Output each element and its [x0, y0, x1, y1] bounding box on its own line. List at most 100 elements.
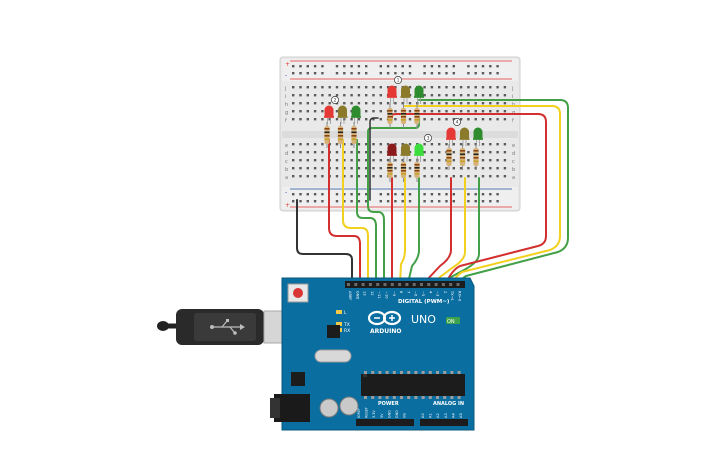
resistor[interactable] [473, 144, 479, 170]
usb-icon [210, 319, 245, 335]
resistor[interactable] [446, 144, 452, 170]
resistor[interactable] [400, 104, 407, 128]
chip-pins [364, 371, 461, 399]
power-pin-label: Vin [403, 413, 407, 418]
digital-pin-label: RX←0 [458, 291, 462, 302]
svg-text:4: 4 [456, 120, 459, 126]
digital-pin-label: 7 [406, 291, 410, 293]
wire-red[interactable] [328, 139, 361, 284]
row-letter: d [512, 151, 515, 157]
power-pin-label: GND [387, 410, 391, 418]
analog-pin-label: A2 [436, 413, 440, 418]
row-letter: a [512, 175, 515, 181]
analog-pin-label: A1 [429, 413, 433, 418]
wire-green[interactable] [407, 177, 420, 284]
capacitor [339, 396, 359, 416]
l-led-label: L [344, 310, 347, 316]
row-letter: b [512, 167, 515, 173]
capacitor [319, 398, 339, 418]
rail-plus-label: + [285, 61, 290, 68]
wire-red[interactable] [391, 113, 547, 284]
row-letter: i [285, 94, 286, 100]
power-pin-label: RESET [365, 406, 369, 418]
svg-text:3: 3 [427, 136, 430, 142]
digital-pin-label: GND [355, 291, 359, 299]
wire-red[interactable] [423, 177, 452, 284]
row-letter: e [512, 143, 515, 149]
resistor[interactable] [324, 122, 330, 148]
digital-pin-label: 4 [428, 291, 432, 294]
row-letter: i [512, 94, 513, 100]
row-letter: a [285, 175, 288, 181]
led[interactable] [337, 105, 348, 125]
power-pin-label: 3.3V [372, 410, 376, 418]
row-letter: e [285, 143, 288, 149]
rail-plus-label: + [285, 202, 290, 209]
digital-pin-label: TX→1 [450, 290, 454, 301]
rail-minus-label: - [285, 72, 287, 79]
on-led [446, 317, 460, 324]
digital-header [345, 281, 465, 288]
digital-pin-label: ~6 [414, 291, 418, 297]
digital-pin-label: 13 [363, 291, 367, 296]
on-label: ON [447, 319, 455, 325]
digital-pin-label: 2 [443, 291, 447, 293]
led[interactable] [387, 85, 397, 105]
digital-pin-label: ~3 [436, 291, 440, 296]
analog-pin-label: A4 [451, 413, 455, 418]
resistor[interactable] [414, 104, 420, 128]
row-letter: j [284, 86, 286, 92]
digital-pin-label: 8 [399, 291, 403, 294]
wire-gnd[interactable] [296, 199, 353, 284]
arduino-label: ARDUINO [370, 328, 401, 335]
wire-green[interactable] [356, 139, 377, 284]
arduino-logo-icon [367, 310, 402, 326]
rx-led-label: RX [344, 328, 350, 334]
wires[interactable] [296, 99, 569, 284]
wire-yellow[interactable] [342, 139, 369, 284]
resistor[interactable] [459, 144, 466, 170]
led[interactable] [400, 85, 411, 105]
svg-text:2: 2 [334, 98, 337, 104]
row-letter: d [285, 151, 288, 157]
wire-yellow[interactable] [399, 177, 406, 284]
power-header [356, 419, 414, 426]
components: 1 2 3 4 [324, 76, 483, 182]
resistor[interactable] [414, 158, 420, 182]
resistor[interactable] [400, 158, 407, 182]
tx-led-label: TX [343, 322, 350, 328]
resistor[interactable] [351, 122, 357, 148]
digital-pin-label: ~11 [377, 291, 381, 299]
digital-pin-label: AREF [348, 291, 352, 300]
wire-yellow[interactable] [404, 105, 561, 284]
wire-yellow[interactable] [431, 177, 466, 284]
analog-pin-label: A3 [444, 413, 448, 418]
resistor[interactable] [337, 122, 344, 148]
resistor[interactable] [387, 158, 393, 182]
row-letter: g [285, 110, 288, 116]
analog-pin-label: A0 [421, 413, 425, 418]
row-letter: j [511, 86, 513, 92]
component-id-badge: 2 [331, 96, 339, 104]
analog-label: ANALOG IN [433, 401, 464, 407]
led[interactable] [414, 85, 424, 105]
wire-jumper[interactable] [369, 117, 379, 201]
power-pin-label: GND [395, 410, 399, 418]
resistor[interactable] [387, 104, 393, 128]
row-letter: c [512, 159, 515, 165]
analog-pin-label: A5 [459, 413, 463, 418]
power-pin-label: 5V [380, 413, 384, 418]
atmega-chip [361, 374, 465, 396]
component-id-badge: 1 [394, 76, 402, 84]
power-pin-label: IOREF [357, 408, 361, 418]
rail-minus-label: - [285, 189, 287, 196]
voltage-regulator [291, 372, 305, 386]
digital-pin-label: ~10 [385, 291, 389, 299]
digital-pins [347, 283, 460, 286]
component-id-badge: 4 [453, 118, 461, 126]
